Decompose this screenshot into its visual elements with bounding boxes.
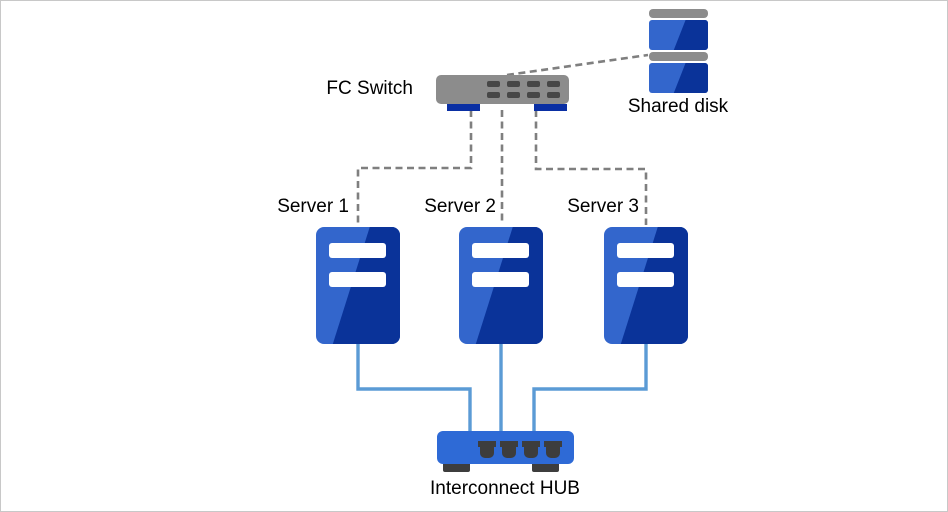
server-icon: [459, 227, 543, 344]
fc-switch-foot: [447, 104, 480, 111]
server-drive-bay: [329, 272, 386, 287]
hub-foot: [532, 464, 559, 472]
link-server3-hub: [532, 344, 648, 432]
disk-unit: [649, 63, 708, 93]
hub-port: [500, 441, 518, 458]
disk-unit: [649, 20, 708, 50]
disk-cap: [649, 9, 708, 18]
server2-label: Server 2: [424, 196, 496, 217]
link-server1-hub: [356, 344, 472, 432]
hub-port: [544, 441, 562, 458]
server-drive-bay: [329, 243, 386, 258]
server-icon: [316, 227, 400, 344]
server3-label: Server 3: [567, 196, 639, 217]
server-drive-bay: [617, 272, 674, 287]
hub-port: [478, 441, 496, 458]
fc-switch-body: [436, 75, 569, 104]
server-drive-bay: [472, 272, 529, 287]
hub-port: [522, 441, 540, 458]
disk-cap: [649, 52, 708, 61]
hub-foot: [443, 464, 470, 472]
server1-label: Server 1: [277, 196, 349, 217]
server-icon: [604, 227, 688, 344]
fc-switch-ports: [487, 81, 560, 98]
server-drive-bay: [617, 243, 674, 258]
hub-icon: [437, 431, 574, 473]
link-switch-server1: [356, 110, 473, 225]
fc-switch-label: FC Switch: [326, 78, 413, 99]
server-drive-bay: [472, 243, 529, 258]
hub-label: Interconnect HUB: [430, 478, 580, 499]
fc-switch-icon: [436, 75, 569, 112]
fc-switch-foot: [534, 104, 567, 111]
link-switch-shared-disk: [506, 53, 649, 77]
shared-disk-icon: [649, 9, 708, 95]
link-switch-server3: [534, 110, 648, 225]
shared-disk-label: Shared disk: [627, 96, 729, 117]
